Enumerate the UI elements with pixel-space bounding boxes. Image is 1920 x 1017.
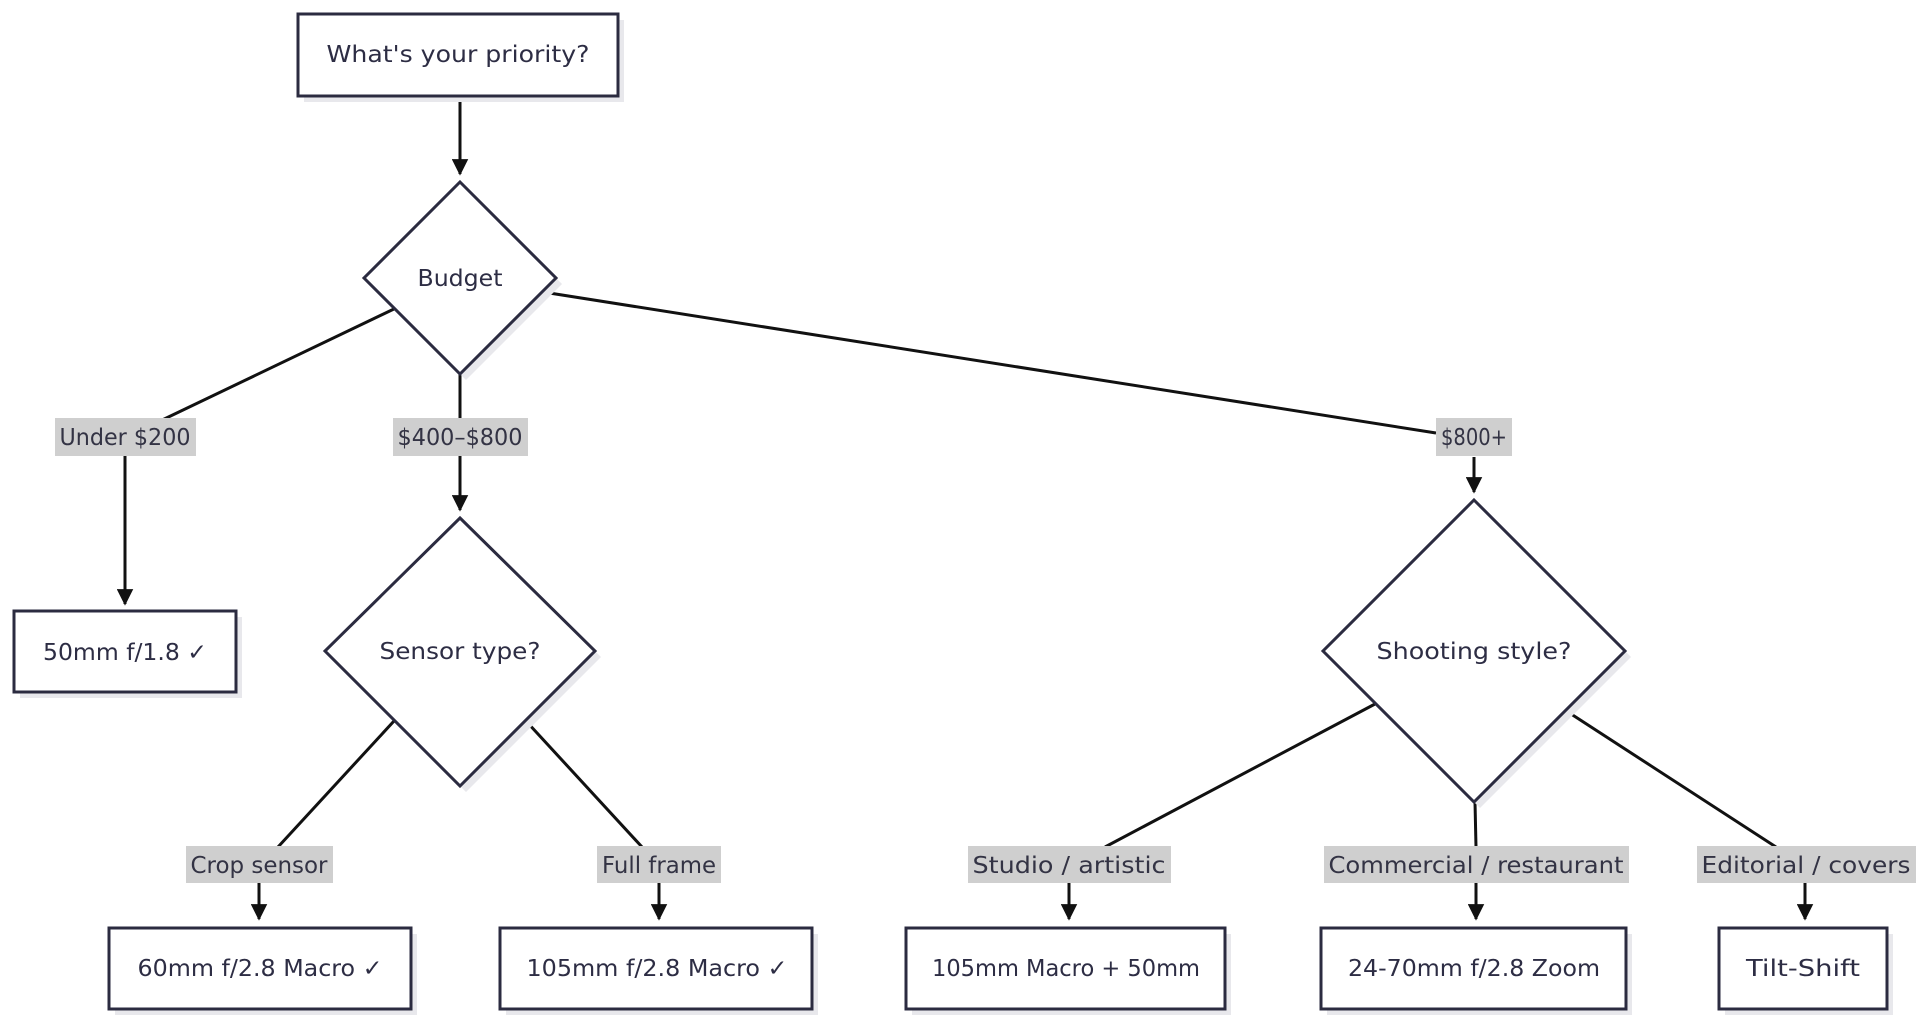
node-lens-tilt-shift-label: Tilt-Shift (1745, 956, 1860, 982)
node-lens-tilt-shift: Tilt-Shift (1717, 926, 1893, 1015)
edge-label-mid-budget-text: $400–$800 (398, 425, 523, 451)
node-lens-50mm-label: 50mm f/1.8 ✓ (43, 640, 207, 666)
node-lens-60mm-macro: 60mm f/2.8 Macro ✓ (107, 926, 417, 1015)
edge-sensor-to-full (524, 719, 644, 849)
edge-label-under-200: Under $200 (55, 418, 196, 456)
edge-budget-to-high-budget (542, 290, 1437, 435)
node-lens-studio-combo-label: 105mm Macro + 50mm (932, 956, 1200, 982)
edge-label-full-text: Full frame (602, 853, 716, 879)
edge-label-full: Full frame (597, 846, 721, 883)
edge-label-crop-text: Crop sensor (191, 853, 329, 879)
decision-sensor-type-label: Sensor type? (380, 639, 541, 665)
edge-shooting-to-studio (1104, 702, 1376, 849)
decision-budget-label: Budget (418, 266, 503, 292)
edge-shooting-to-commercial (1473, 801, 1478, 848)
decision-sensor-type: Sensor type? (322, 515, 601, 792)
edge-label-mid-budget: $400–$800 (393, 418, 528, 456)
edge-label-high-budget: $800+ (1436, 418, 1512, 456)
decision-shooting-style: Shooting style? (1320, 497, 1631, 808)
edge-budget-to-under-200 (157, 306, 397, 424)
edge-label-commercial: Commercial / restaurant (1324, 846, 1629, 883)
decision-budget: Budget (361, 179, 562, 380)
node-lens-50mm: 50mm f/1.8 ✓ (12, 609, 242, 698)
node-lens-105mm-macro-label: 105mm f/2.8 Macro ✓ (527, 956, 788, 982)
node-lens-zoom-label: 24-70mm f/2.8 Zoom (1348, 956, 1600, 982)
node-lens-60mm-macro-label: 60mm f/2.8 Macro ✓ (138, 956, 383, 982)
node-lens-studio-combo: 105mm Macro + 50mm (904, 926, 1231, 1015)
edge-labels: Under $200 $400–$800 $800+ Crop sensor F… (55, 418, 1916, 883)
edge-label-under-200-text: Under $200 (60, 425, 191, 451)
decision-shooting-style-label: Shooting style? (1377, 639, 1572, 665)
edges (116, 96, 1814, 921)
node-priority-label: What's your priority? (327, 42, 590, 68)
edge-label-studio-text: Studio / artistic (973, 853, 1166, 879)
edge-label-editorial: Editorial / covers (1697, 846, 1916, 883)
edge-label-commercial-text: Commercial / restaurant (1329, 853, 1624, 879)
node-priority: What's your priority? (296, 12, 624, 102)
node-lens-zoom: 24-70mm f/2.8 Zoom (1319, 926, 1632, 1015)
edge-shooting-to-editorial (1567, 710, 1777, 849)
edge-label-studio: Studio / artistic (968, 846, 1171, 883)
edge-label-editorial-text: Editorial / covers (1702, 853, 1911, 879)
edge-label-crop: Crop sensor (186, 846, 333, 883)
edge-label-high-budget-text: $800+ (1441, 425, 1507, 451)
node-lens-105mm-macro: 105mm f/2.8 Macro ✓ (498, 926, 818, 1015)
edge-sensor-to-crop (276, 719, 396, 849)
